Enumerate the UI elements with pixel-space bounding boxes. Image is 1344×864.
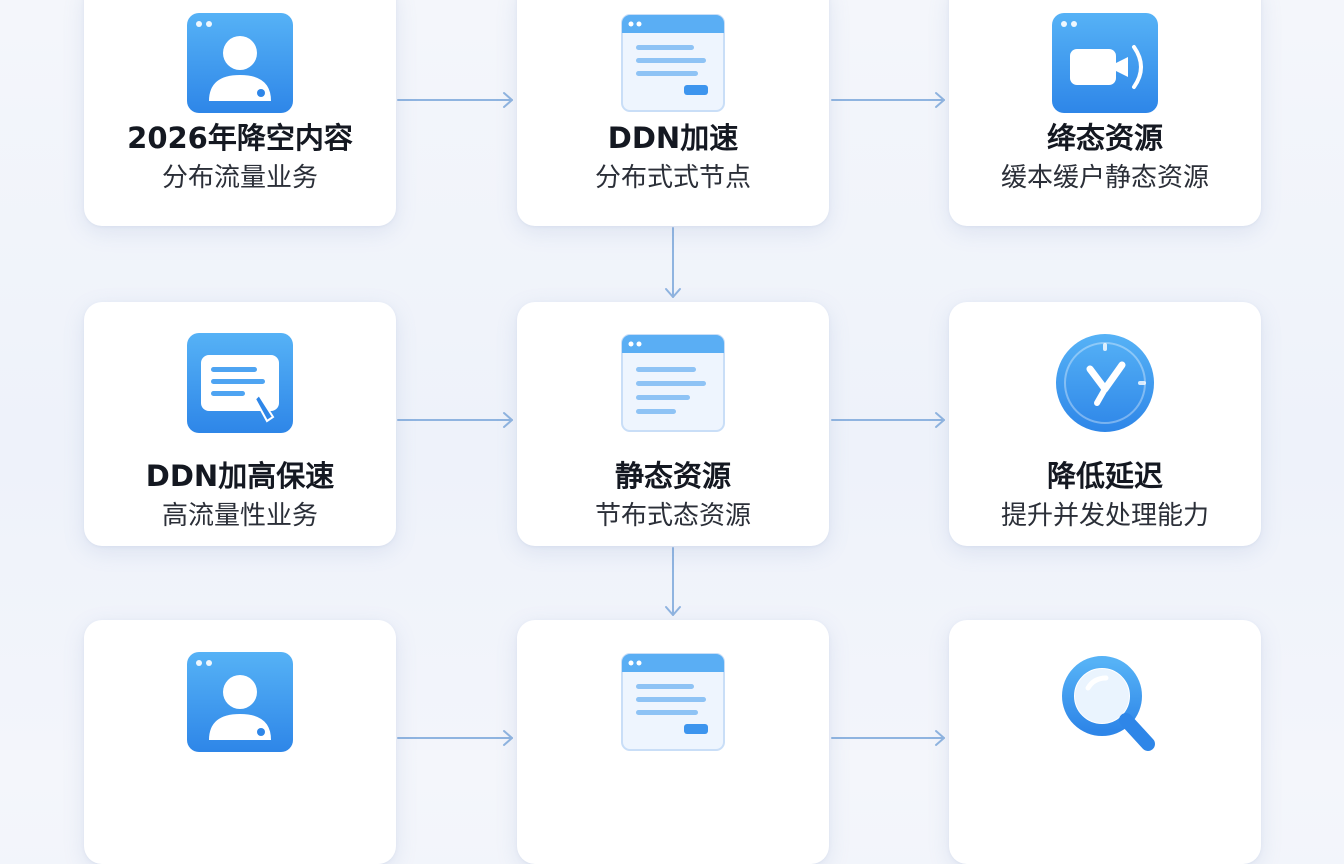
card-title: DDN加速 [607, 121, 739, 155]
search-icon [1062, 656, 1155, 751]
card-user-partial [84, 620, 396, 864]
card-title: 静态资源 [614, 459, 731, 493]
arrow-card5-to-card8 [665, 547, 681, 616]
card-search-partial [949, 620, 1261, 864]
flow-connectors [397, 92, 945, 746]
card-browser-partial [517, 620, 829, 864]
card-ddn-acceleration: DDN加速 分布式式节点 [517, 0, 829, 226]
arrow-card2-to-card5 [665, 227, 681, 298]
browser-window-icon [621, 14, 725, 112]
card-title: 2026年降空内容 [127, 121, 353, 155]
browser-window-icon [621, 653, 725, 751]
card-title: DDN加高保速 [145, 459, 335, 493]
card-static-assets: 静态资源 节布式态资源 [517, 302, 829, 546]
card-subtitle: 分布式式节点 [594, 163, 751, 193]
card-ddn-high-speed: DDN加高保速 高流量性业务 [84, 302, 396, 546]
browser-window-icon [621, 334, 725, 432]
document-pen-icon [187, 333, 293, 433]
video-camera-icon [1052, 13, 1158, 113]
card-content-distribution: 2026年降空内容 分布流量业务 [84, 0, 396, 226]
user-profile-icon [187, 652, 293, 752]
card-reduce-latency: 降低延迟 提升并发处理能力 [949, 302, 1261, 546]
card-title: 降低延迟 [1046, 459, 1163, 493]
card-subtitle: 分布流量业务 [161, 163, 318, 193]
user-profile-icon [187, 13, 293, 113]
card-title: 绛态资源 [1046, 121, 1163, 155]
card-subtitle: 缓本缓户静态资源 [1000, 163, 1209, 193]
card-subtitle: 节布式态资源 [594, 501, 751, 531]
arrow-card5-to-card6 [831, 412, 945, 428]
arrow-card1-to-card2 [397, 92, 513, 108]
card-static-resource: 绛态资源 缓本缓户静态资源 [949, 0, 1261, 226]
clock-icon [1056, 334, 1154, 432]
card-subtitle: 高流量性业务 [161, 501, 318, 531]
card-subtitle: 提升并发处理能力 [1000, 501, 1209, 531]
arrow-card4-to-card5 [397, 412, 513, 428]
arrow-card2-to-card3 [831, 92, 945, 108]
arrow-card7-to-card8 [397, 730, 513, 746]
arrow-card8-to-card9 [831, 730, 945, 746]
